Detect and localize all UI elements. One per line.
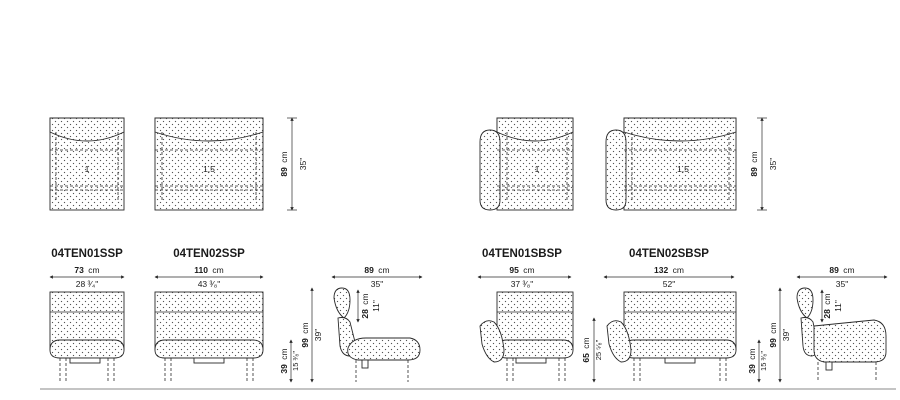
width-dimension-04TEN01SBSP: 95 cm 37 ³⁄₈": [477, 265, 572, 289]
model-code-04TEN01SSP: 04TEN01SSP: [51, 248, 123, 260]
width-cm: 73: [74, 265, 84, 275]
headrest-unit: cm: [822, 293, 832, 304]
width-cm: 95: [509, 265, 519, 275]
width-dimension-04TEN01SSP: 73 cm 28 ³⁄₄": [49, 265, 125, 289]
plan-depth-cm: 89: [279, 167, 289, 177]
width-unit: cm: [523, 265, 534, 275]
svg-text:89 cm: 89 cm: [364, 265, 389, 275]
arm-height-cm: 65: [581, 353, 591, 363]
front-view-04TEN01SSP: [49, 291, 125, 382]
seat-number-label: 1: [535, 164, 540, 174]
seat-height-dimension-b: 39 cm 15 ³⁄₈": [747, 339, 768, 383]
side-depth-in: 35": [371, 279, 383, 289]
svg-text:39 cm: 39 cm: [279, 348, 289, 373]
plan-depth-unit: cm: [749, 151, 759, 162]
front-view-04TEN02SSP: [154, 291, 264, 382]
plan-depth-cm: 89: [749, 167, 759, 177]
width-unit: cm: [212, 265, 223, 275]
seat-height-cm: 39: [279, 364, 289, 374]
side-depth-unit: cm: [378, 265, 389, 275]
model-code-04TEN01SBSP: 04TEN01SBSP: [482, 248, 562, 260]
svg-text:28 cm: 28 cm: [822, 293, 832, 318]
model-code-04TEN02SSP: 04TEN02SSP: [173, 248, 245, 260]
svg-text:110 cm: 110 cm: [194, 265, 223, 275]
side-depth-unit: cm: [843, 265, 854, 275]
seat-height-in: 15 ³⁄₈": [759, 351, 768, 371]
side-view-group-a: 99 cm 39" 89 cm 35" 28 cm 11": [300, 265, 423, 383]
width-dimension-04TEN02SBSP: 132 cm 52": [603, 265, 735, 289]
width-cm: 110: [194, 265, 208, 275]
width-unit: cm: [88, 265, 99, 275]
front-view-04TEN02SBSP: [606, 291, 737, 382]
plan-depth-unit: cm: [279, 151, 289, 162]
headrest-in: 11": [371, 300, 381, 312]
svg-text:65 cm: 65 cm: [581, 337, 591, 362]
width-unit: cm: [673, 265, 684, 275]
width-in: 37 ³⁄₈": [511, 279, 534, 289]
model-code-04TEN02SBSP: 04TEN02SBSP: [629, 248, 709, 260]
plan-view-04TEN01SBSP: 1: [479, 117, 574, 211]
svg-text:73 cm: 73 cm: [74, 265, 99, 275]
seat-number-label: 1: [85, 164, 90, 174]
width-in: 52": [663, 279, 675, 289]
width-dimension-04TEN02SSP: 110 cm 43 ³⁄₈": [154, 265, 264, 289]
plan-depth-dimension-b: 89 cm 35": [749, 117, 778, 211]
side-height-in: 39": [781, 329, 791, 341]
seat-height-unit: cm: [747, 348, 757, 359]
side-height-unit: cm: [300, 322, 310, 333]
plan-view-04TEN01SSP: 1: [49, 117, 125, 211]
side-depth-cm: 89: [364, 265, 374, 275]
headrest-unit: cm: [360, 293, 370, 304]
arm-height-unit: cm: [581, 337, 591, 348]
plan-depth-in: 35": [298, 158, 308, 170]
plan-depth-in: 35": [768, 158, 778, 170]
seat-height-unit: cm: [279, 348, 289, 359]
width-in: 43 ³⁄₈": [198, 279, 221, 289]
seat-number-label: 1,5: [203, 164, 215, 174]
arm-height-dimension-b: 65 cm 25 ⁵⁄₈": [581, 317, 603, 383]
headrest-cm: 28: [360, 309, 370, 319]
headrest-in: 11": [833, 300, 843, 312]
svg-text:95 cm: 95 cm: [509, 265, 534, 275]
svg-text:99 cm: 99 cm: [768, 322, 778, 347]
svg-text:89 cm: 89 cm: [749, 151, 759, 176]
seat-height-cm: 39: [747, 364, 757, 374]
side-depth-cm: 89: [829, 265, 839, 275]
plan-depth-dimension-a: 89 cm 35": [279, 117, 308, 211]
seat-height-dimension-a: 39 cm 15 ³⁄₈": [279, 339, 300, 383]
svg-text:89 cm: 89 cm: [279, 151, 289, 176]
side-depth-in: 35": [836, 279, 848, 289]
side-height-cm: 99: [300, 338, 310, 348]
seat-number-label: 1,5: [677, 164, 689, 174]
side-height-cm: 99: [768, 338, 778, 348]
seat-height-in: 15 ³⁄₈": [291, 351, 300, 371]
headrest-cm: 28: [822, 309, 832, 319]
arm-height-in: 25 ⁵⁄₈": [594, 339, 603, 360]
side-height-unit: cm: [768, 322, 778, 333]
plan-view-04TEN02SBSP: 1,5: [605, 117, 737, 211]
svg-text:39 cm: 39 cm: [747, 348, 757, 373]
svg-text:132 cm: 132 cm: [654, 265, 684, 275]
width-cm: 132: [654, 265, 668, 275]
side-height-in: 39": [313, 329, 323, 341]
front-view-04TEN01SBSP: [479, 291, 574, 382]
width-in: 28 ³⁄₄": [76, 279, 99, 289]
plan-view-04TEN02SSP: 1,5: [154, 117, 264, 211]
svg-text:28 cm: 28 cm: [360, 293, 370, 318]
side-view-group-b: 99 cm 39" 89 cm 35" 28 cm 11": [768, 265, 888, 383]
svg-text:99 cm: 99 cm: [300, 322, 310, 347]
svg-text:89 cm: 89 cm: [829, 265, 854, 275]
